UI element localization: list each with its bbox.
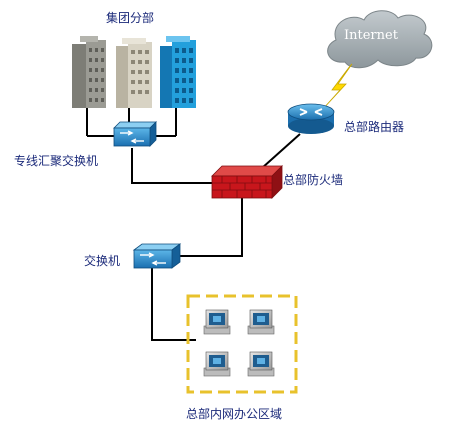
workstation-icon <box>203 309 231 335</box>
firewall-icon <box>211 165 283 199</box>
link-core-switch-firewall <box>131 148 212 184</box>
link-switch-office <box>151 268 196 341</box>
workstation-icon <box>247 351 275 377</box>
building-beige <box>116 38 152 108</box>
router-icon <box>287 103 335 134</box>
connection-lines <box>86 108 301 341</box>
cloud-icon <box>327 10 433 69</box>
hq-router-label: 总部路由器 <box>344 120 405 134</box>
lightning-icon <box>321 63 353 111</box>
core-switch-label: 专线汇聚交换机 <box>14 154 99 168</box>
buildings-icon <box>72 36 196 108</box>
workstation-icon <box>247 309 275 335</box>
switch-icon <box>132 243 182 269</box>
office-zone-boundary <box>186 294 298 394</box>
hq-firewall-label: 总部防火墙 <box>283 173 344 187</box>
building-blue <box>160 36 196 108</box>
core-switch-icon <box>113 121 157 147</box>
workstation-icon <box>203 351 231 377</box>
switch-label: 交换机 <box>84 254 121 268</box>
internet-label: Internet <box>344 28 398 43</box>
building-grey <box>72 36 106 108</box>
group-branch-label: 集团分部 <box>106 11 155 25</box>
link-firewall-switch <box>178 196 243 257</box>
link-firewall-router <box>261 133 301 169</box>
office-zone-label: 总部内网办公区域 <box>186 407 283 421</box>
